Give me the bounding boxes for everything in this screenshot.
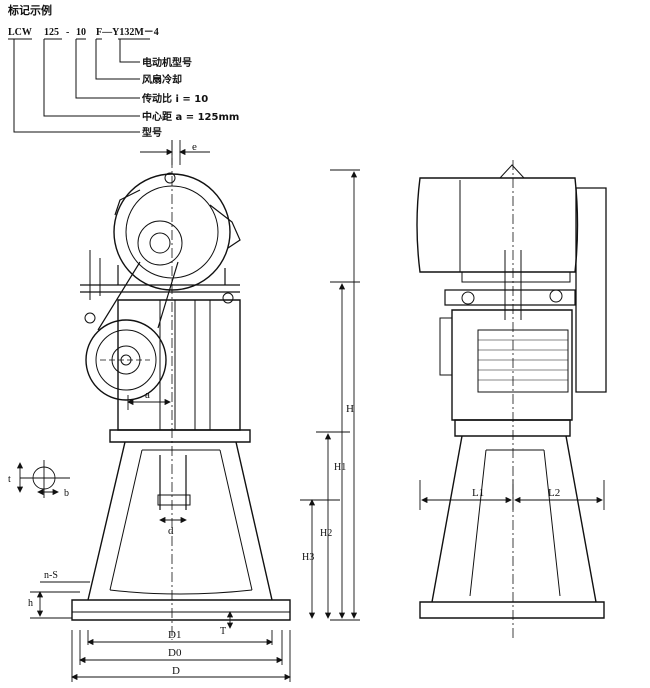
side-dimension-labels: L1 L2	[472, 487, 560, 499]
code-ratio: 10	[76, 27, 86, 38]
legend-line-motor: 电动机型号	[142, 56, 192, 69]
dim-H: H	[346, 403, 354, 415]
legend-line-center: 中心距 a = 125mm	[142, 110, 239, 123]
dim-T: T	[220, 626, 226, 637]
dim-H1: H1	[334, 462, 346, 473]
front-view	[71, 140, 291, 640]
front-dimensions	[16, 140, 360, 682]
dim-n-S: n-S	[44, 570, 58, 581]
dim-L1: L1	[472, 487, 484, 499]
dim-D: D	[172, 665, 180, 677]
dim-d: d	[168, 525, 174, 537]
worm-pulley	[85, 319, 167, 401]
dim-a: a	[145, 389, 150, 401]
legend-line-type: 型号	[142, 126, 162, 139]
code-motor: F—Y132M－4	[96, 27, 159, 38]
motor-body	[416, 177, 579, 273]
legend-line-fan: 风扇冷却	[142, 73, 182, 86]
side-view	[416, 160, 607, 640]
dim-D0: D0	[168, 647, 182, 659]
code-center: 125	[44, 27, 59, 38]
dim-t: t	[8, 474, 11, 485]
front-dimension-labels: e a t b d H H1 H2 H3 n-S h T D1 D0 D	[8, 141, 354, 677]
dim-L2: L2	[548, 487, 560, 499]
dim-e: e	[192, 141, 197, 153]
dim-h: h	[28, 598, 33, 609]
dim-D1: D1	[168, 629, 181, 641]
code-dash: -	[66, 27, 69, 38]
dim-H3: H3	[302, 552, 314, 563]
dim-H2: H2	[320, 528, 332, 539]
designation-legend: 标记示例 LCW 125 - 10 F—Y132M－4 电动机型号 风扇冷却 传…	[7, 3, 239, 139]
legend-title: 标记示例	[7, 3, 52, 17]
code-type: LCW	[8, 27, 32, 38]
side-dimensions	[419, 480, 605, 510]
dim-b: b	[64, 488, 69, 499]
legend-line-ratio: 传动比 i = 10	[141, 92, 208, 105]
